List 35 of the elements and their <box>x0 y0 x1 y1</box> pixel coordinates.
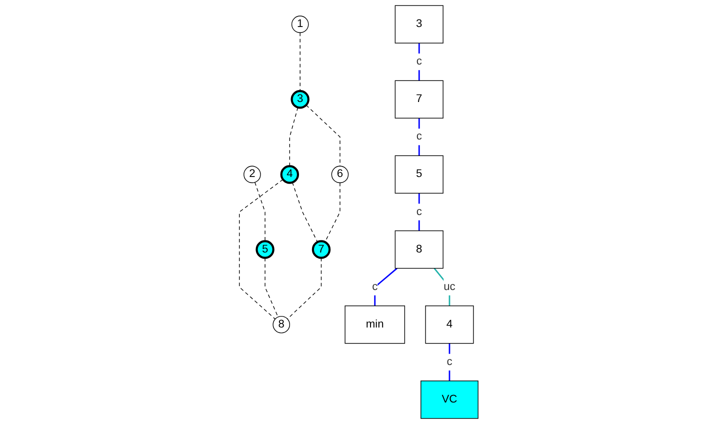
connector <box>264 258 279 318</box>
edge-label: c <box>446 356 453 368</box>
node-box: VC <box>420 380 479 419</box>
connector <box>434 268 450 306</box>
connector <box>418 43 420 81</box>
connector <box>300 32 301 92</box>
node-circle: 1 <box>292 16 310 33</box>
connector <box>324 182 341 242</box>
connector <box>287 258 322 320</box>
connector <box>290 107 298 166</box>
node-box: 7 <box>395 80 444 119</box>
edge-label: uc <box>444 280 456 293</box>
connector <box>239 179 284 320</box>
node-box: 4 <box>425 305 474 344</box>
node-box: 8 <box>395 230 444 269</box>
connector <box>418 193 420 231</box>
connector <box>374 268 398 306</box>
edge-label: c <box>416 206 422 218</box>
node-circle: 5 <box>256 240 275 259</box>
node-box: 3 <box>395 5 444 44</box>
connector <box>254 182 266 242</box>
connector <box>449 343 450 381</box>
node-circle: 6 <box>332 166 349 184</box>
connector <box>418 118 420 156</box>
edge-label: c <box>416 130 422 142</box>
edge-label: c <box>416 56 422 68</box>
connector <box>292 182 318 242</box>
node-circle: 8 <box>272 316 290 334</box>
node-box: 5 <box>395 155 444 194</box>
node-box: min <box>345 305 406 344</box>
node-circle: 3 <box>291 90 310 109</box>
node-circle: 4 <box>280 165 300 184</box>
node-circle: 2 <box>244 166 262 184</box>
node-circle: 7 <box>312 240 331 259</box>
edge-label: c <box>372 280 378 293</box>
